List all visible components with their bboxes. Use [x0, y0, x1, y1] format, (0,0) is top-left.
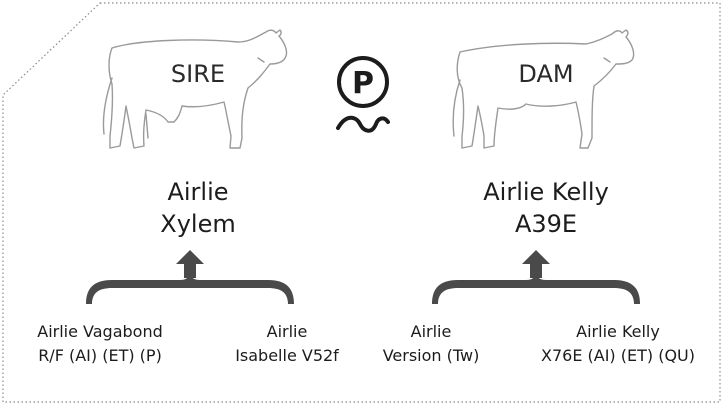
- sire-name-line2: Xylem: [160, 210, 236, 238]
- dam-grandsire-line1: Airlie: [410, 322, 452, 341]
- dam-brace-arrow: [432, 250, 640, 304]
- dam-name-line2: A39E: [514, 210, 578, 238]
- sire-name: Airlie Xylem: [98, 176, 298, 240]
- dam-label: DAM: [518, 60, 574, 88]
- polled-letter: P: [352, 66, 374, 101]
- dam-granddam-line2: X76E (AI) (ET) (QU): [541, 346, 695, 365]
- polled-p-icon: P: [336, 56, 390, 133]
- dam-cow-icon: [452, 29, 635, 149]
- dam-name: Airlie Kelly A39E: [426, 176, 666, 240]
- sire-grandsire: Airlie Vagabond R/F (AI) (ET) (P): [20, 320, 180, 368]
- sire-granddam: Airlie Isabelle V52f: [222, 320, 352, 368]
- sire-grandsire-line2: R/F (AI) (ET) (P): [38, 346, 162, 365]
- sire-name-line1: Airlie: [167, 178, 229, 206]
- sire-granddam-line2: Isabelle V52f: [235, 346, 339, 365]
- dam-granddam: Airlie Kelly X76E (AI) (ET) (QU): [518, 320, 718, 368]
- sire-brace-arrow: [86, 250, 294, 304]
- sire-label: SIRE: [170, 60, 226, 88]
- dam-grandsire: Airlie Version (Tw): [366, 320, 496, 368]
- dam-grandsire-line2: Version (Tw): [382, 346, 480, 365]
- sire-bull-icon: [102, 29, 288, 149]
- sire-grandsire-line1: Airlie Vagabond: [37, 322, 163, 341]
- dam-granddam-line1: Airlie Kelly: [576, 322, 660, 341]
- sire-granddam-line1: Airlie: [266, 322, 308, 341]
- dam-name-line1: Airlie Kelly: [483, 178, 609, 206]
